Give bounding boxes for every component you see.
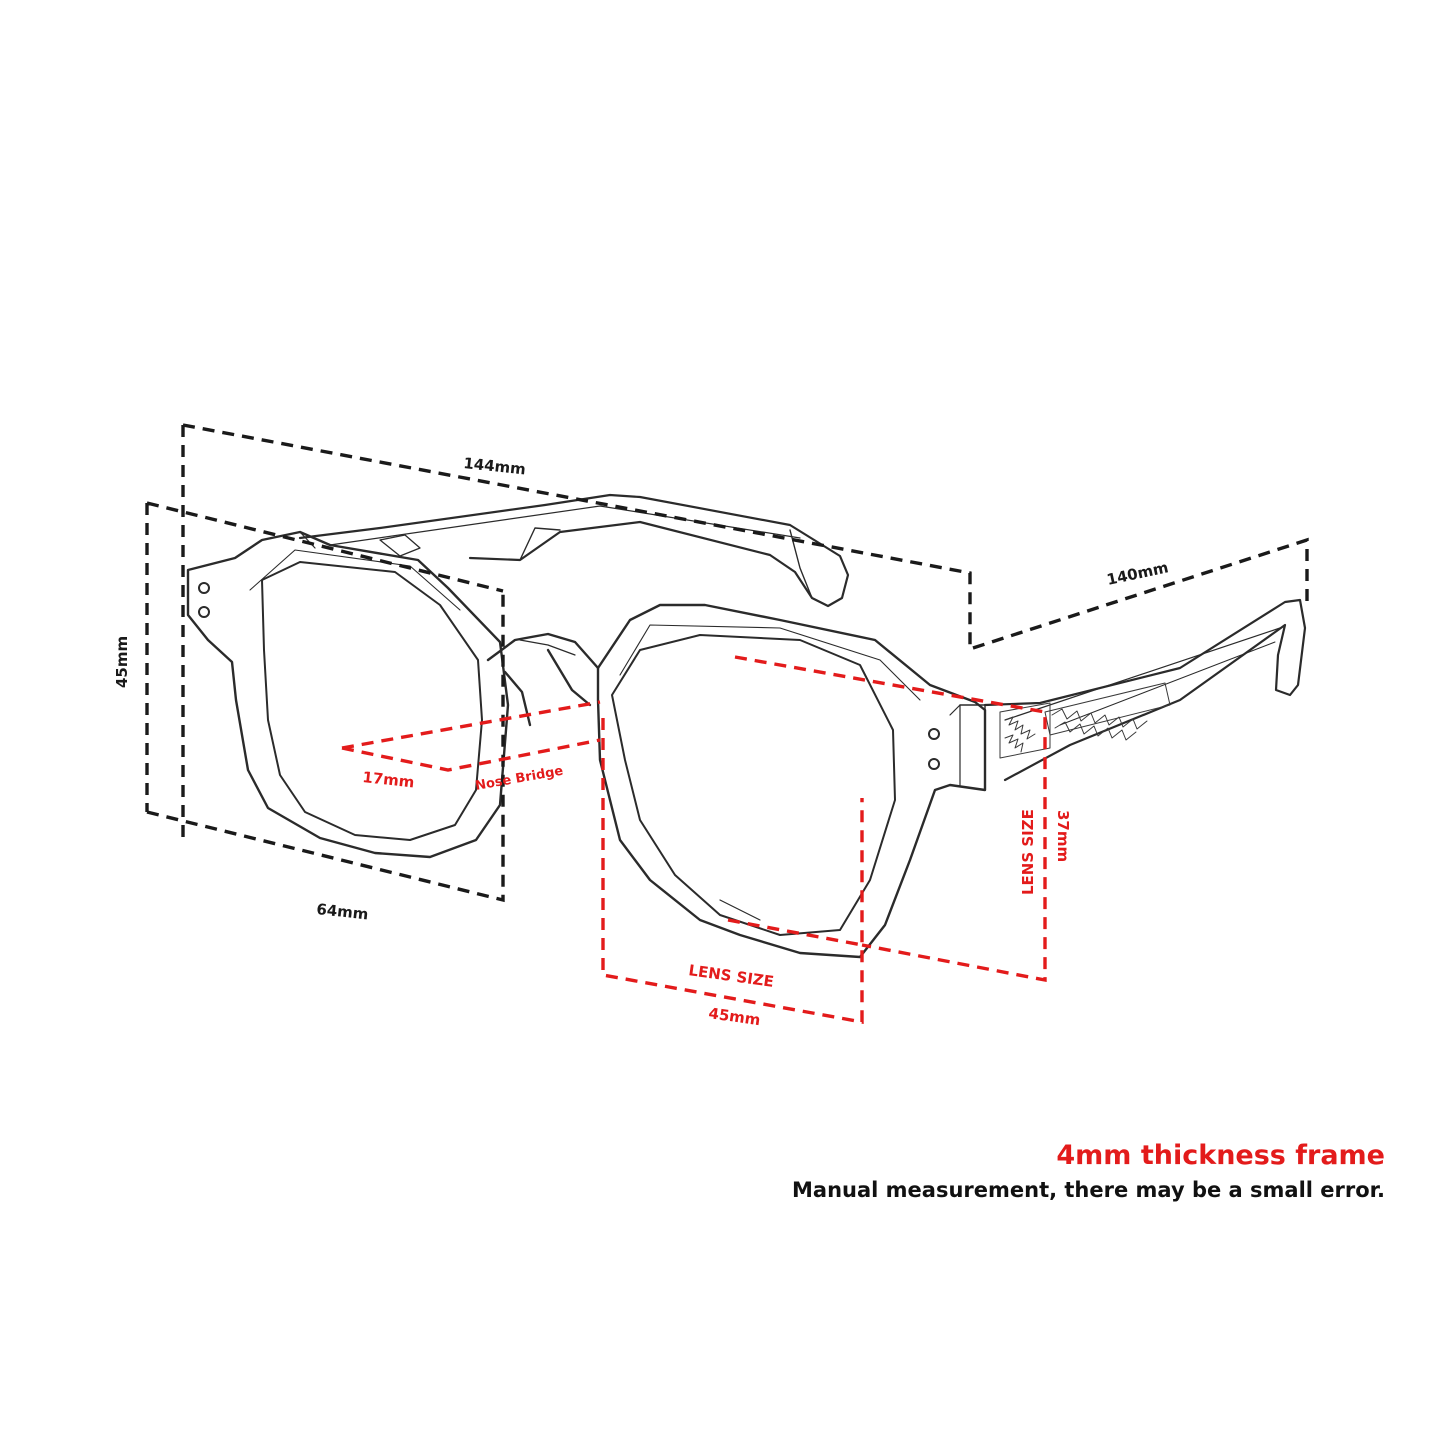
temple-length-box [972, 537, 1309, 650]
bridge-indicator [341, 700, 601, 772]
left-lens-frame [186, 530, 510, 859]
lens-width-front-label: 64mm [316, 900, 370, 923]
lens-height-caption: LENS SIZE [1019, 809, 1037, 895]
glasses-sketch [186, 493, 1307, 959]
nose-bridge-label: Nose Bridge [474, 764, 565, 794]
frame-thickness-title: 4mm thickness frame [1056, 1140, 1385, 1171]
lens-width-label: 45mm [707, 1004, 761, 1029]
lens-width-box [601, 718, 864, 1025]
lens-height-label: 37mm [1054, 810, 1072, 862]
temple-engraving [999, 682, 1171, 759]
frame-height-label: 45mm [113, 636, 131, 688]
total-width-box [181, 423, 972, 842]
right-lens-frame [596, 603, 987, 959]
black-dimension-lines [145, 423, 1309, 903]
frame-height-box [145, 501, 504, 812]
far-temple-arm [298, 493, 850, 608]
temple-length-label: 140mm [1105, 558, 1170, 589]
red-dimension-lines [341, 655, 1047, 1025]
near-temple-arm [983, 598, 1307, 782]
lens-width-front-box [146, 591, 505, 903]
lens-width-caption: LENS SIZE [687, 961, 775, 991]
total-width-label: 144mm [463, 454, 527, 478]
lens-height-box [734, 655, 1047, 983]
bridge-width-label: 17mm [362, 768, 416, 791]
nose-bridge-sketch [486, 632, 600, 727]
measurement-note: Manual measurement, there may be a small… [792, 1178, 1385, 1202]
